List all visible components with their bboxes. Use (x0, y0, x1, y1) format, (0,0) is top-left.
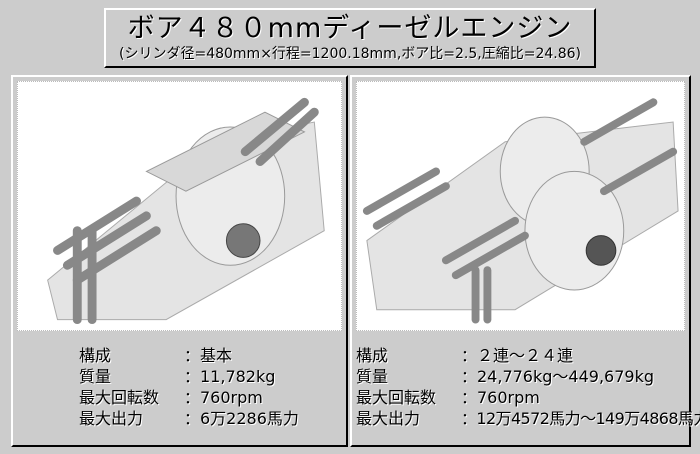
spec-label: 質量 (79, 367, 112, 386)
spec-value: ：基本 (184, 346, 233, 365)
title-box: ボア４８０mmディーゼルエンジン (シリンダ径=480mm×行程=1200.18… (104, 8, 596, 68)
spec-row-power: 最大出力 ：12万4572馬力～149万4868馬力 (356, 408, 700, 429)
spec-row-power: 最大出力 ：6万2286馬力 (79, 408, 299, 429)
page-subtitle: (シリンダ径=480mm×行程=1200.18mm,ボア比=2.5,圧縮比=24… (119, 46, 581, 62)
spec-label: 構成 (79, 346, 112, 365)
engine-image (17, 81, 342, 331)
spec-list: 構成 ：基本 質量 ：11,782kg 最大回転数 ：760rpm 最大出力 ：6万22… (79, 345, 299, 429)
spec-value: ：24,776kg～449,679kg (461, 367, 654, 386)
page-title: ボア４８０mmディーゼルエンジン (127, 13, 573, 44)
panel-basic: 構成 ：基本 質量 ：11,782kg 最大回転数 ：760rpm 最大出力 ：6万22… (11, 75, 348, 447)
spec-value: ：２連～２４連 (461, 346, 574, 365)
spec-value: ：6万2286馬力 (184, 409, 299, 428)
spec-row-mass: 質量 ：11,782kg (79, 366, 299, 387)
spec-row-config: 構成 ：基本 (79, 345, 299, 366)
spec-value: ：760rpm (184, 388, 263, 407)
spec-value: ：760rpm (461, 388, 540, 407)
spec-label: 最大回転数 (356, 388, 437, 407)
engine-render-icon (47, 97, 325, 325)
engine-image (356, 81, 685, 331)
spec-label: 最大回転数 (79, 388, 160, 407)
panel-multi: 構成 ：２連～２４連 質量 ：24,776kg～449,679kg 最大回転数 ：76… (350, 75, 700, 447)
spec-value: ：12万4572馬力～149万4868馬力 (461, 409, 700, 428)
spec-row-config: 構成 ：２連～２４連 (356, 345, 700, 366)
spec-label: 最大出力 (79, 409, 144, 428)
spec-value: ：11,782kg (184, 367, 276, 386)
engine-render-icon (362, 98, 679, 324)
spec-row-rpm: 最大回転数 ：760rpm (79, 387, 299, 408)
spec-label: 構成 (356, 346, 389, 365)
spec-row-rpm: 最大回転数 ：760rpm (356, 387, 700, 408)
spec-label: 最大出力 (356, 409, 421, 428)
spec-list: 構成 ：２連～２４連 質量 ：24,776kg～449,679kg 最大回転数 ：76… (356, 345, 700, 429)
spec-label: 質量 (356, 367, 389, 386)
spec-row-mass: 質量 ：24,776kg～449,679kg (356, 366, 700, 387)
